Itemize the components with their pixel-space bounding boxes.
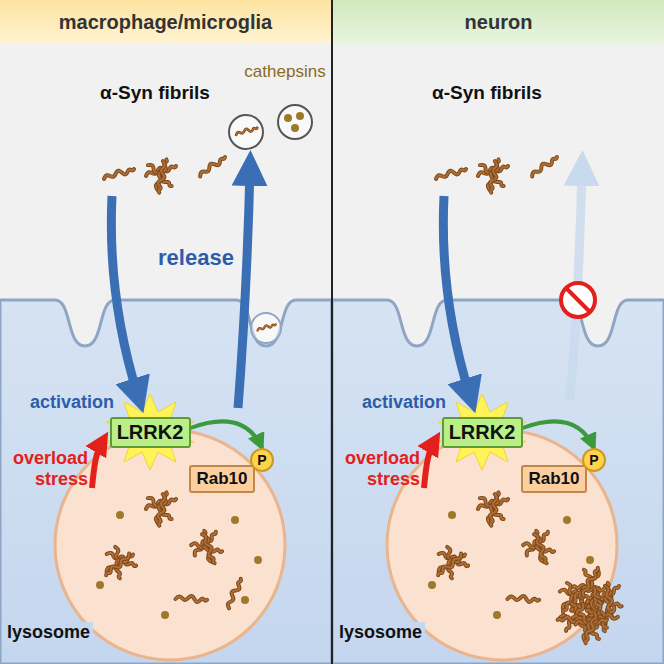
- kinase-box: LRRK2: [442, 417, 523, 448]
- phospho-circle: P: [582, 448, 606, 472]
- right-panel: [332, 157, 664, 664]
- stress-label: overload stress: [334, 448, 420, 489]
- node-text: Rab10: [528, 469, 579, 489]
- compartment-label: lysosome: [336, 622, 425, 643]
- node-text: Rab10: [196, 469, 247, 489]
- header-band: neuron: [333, 0, 664, 44]
- phospho-circle: P: [250, 448, 274, 472]
- cathepsin-label: cathepsins: [244, 62, 325, 82]
- node-text: LRRK2: [449, 421, 516, 444]
- activation-label: activation: [30, 392, 114, 413]
- fibril-label: α-Syn fibrils: [100, 82, 210, 104]
- fibril-label: α-Syn fibrils: [432, 82, 542, 104]
- compartment-label: lysosome: [4, 622, 93, 643]
- left-panel: [0, 105, 332, 664]
- protein-box: Rab10: [189, 465, 255, 493]
- node-text: macrophage/microglia: [59, 11, 272, 34]
- kinase-box: LRRK2: [110, 417, 191, 448]
- node-text: P: [589, 452, 598, 468]
- phosphorylation-arrow: [523, 421, 595, 448]
- header-band: macrophage/microglia: [0, 0, 331, 44]
- node-text: neuron: [465, 11, 533, 34]
- node-text: LRRK2: [117, 421, 184, 444]
- activation-label: activation: [362, 392, 446, 413]
- protein-box: Rab10: [521, 465, 587, 493]
- node-text: P: [257, 452, 266, 468]
- phosphorylation-arrow: [191, 421, 263, 448]
- stress-label: overload stress: [2, 448, 88, 489]
- release-label: release: [158, 245, 234, 270]
